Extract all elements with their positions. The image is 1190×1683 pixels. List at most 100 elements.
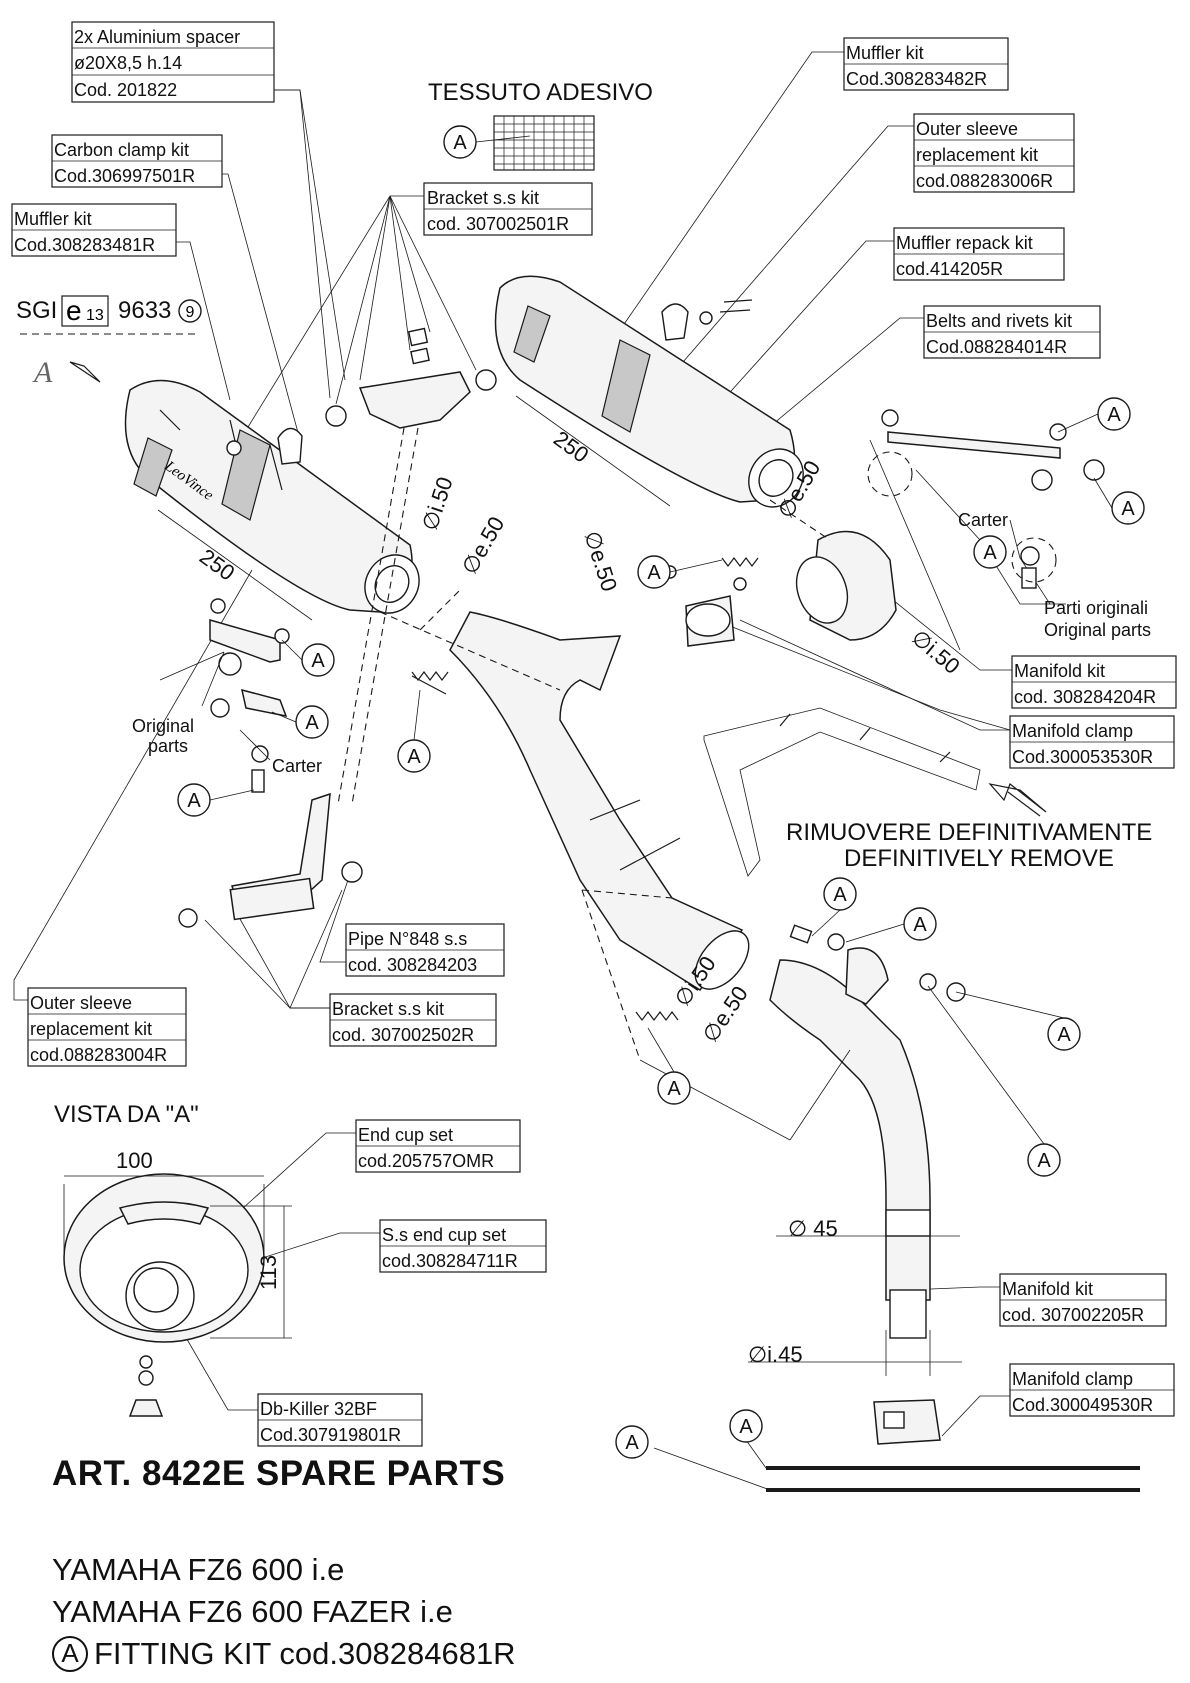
svg-text:A: A [187, 790, 201, 812]
svg-text:A: A [305, 712, 319, 734]
svg-text:cod.088283006R: cod.088283006R [916, 171, 1053, 191]
label-ss-end-cup: S.s end cup set cod.308284711R [379, 1219, 547, 1273]
svg-text:VISTA DA "A": VISTA DA "A" [54, 1101, 199, 1128]
marker-a-1: A [1097, 397, 1131, 431]
svg-text:2x Aluminium spacer: 2x Aluminium spacer [74, 27, 240, 47]
marker-a-10: A [903, 907, 937, 941]
label-manifold-clamp-1: Manifold clamp Cod.300053530R [1009, 715, 1175, 769]
bracket-bottom-part [178, 792, 363, 928]
svg-text:Outer sleeve: Outer sleeve [30, 993, 132, 1013]
model-line-2: YAMAHA FZ6 600 FAZER i.e [52, 1594, 453, 1629]
svg-text:Cod.308283482R: Cod.308283482R [846, 69, 987, 89]
svg-text:∅e.50: ∅e.50 [579, 528, 622, 595]
label-manifold-kit-2: Manifold kit cod. 307002205R [999, 1273, 1167, 1327]
springs [411, 557, 759, 1021]
svg-text:ø20X8,5 h.14: ø20X8,5 h.14 [74, 53, 182, 73]
svg-text:13: 13 [86, 307, 104, 324]
carbon-band-left-2 [133, 437, 173, 497]
svg-text:Cod.308283481R: Cod.308283481R [14, 235, 155, 255]
label-spacer: 2x Aluminium spacer ø20X8,5 h.14 Cod. 20… [71, 21, 275, 103]
marker-a-6: A [295, 705, 329, 739]
svg-text:Bracket s.s kit: Bracket s.s kit [332, 999, 444, 1019]
fitting-kit-marker: A [52, 1636, 88, 1672]
marker-a-12: A [1027, 1143, 1061, 1177]
muffler-left: LeoVince [124, 379, 420, 614]
cable-ties [653, 1439, 1140, 1492]
svg-text:Cod.300049530R: Cod.300049530R [1012, 1395, 1153, 1415]
svg-text:Muffler repack kit: Muffler repack kit [896, 233, 1033, 253]
svg-text:cod. 307002205R: cod. 307002205R [1002, 1305, 1144, 1325]
label-pipe: Pipe N°848 s.s cod. 308284203 [345, 923, 505, 977]
leader-lines [13, 51, 1066, 1437]
original-parts-right [867, 409, 1105, 589]
svg-text:∅i.50: ∅i.50 [907, 625, 965, 679]
svg-text:e: e [66, 295, 82, 326]
marker-a-7: A [397, 739, 431, 773]
bracket-top [325, 327, 497, 805]
homologation-mark: SGI e 13 9633 9 A [16, 295, 202, 389]
svg-text:113: 113 [256, 1255, 281, 1290]
svg-text:A: A [647, 562, 661, 584]
svg-text:Carter: Carter [272, 756, 322, 776]
svg-text:A: A [453, 132, 467, 154]
svg-text:A: A [1107, 404, 1121, 426]
svg-text:cod. 308284203: cod. 308284203 [348, 955, 477, 975]
dimension-lines [157, 395, 962, 1376]
label-bracket-bottom: Bracket s.s kit cod. 307002502R [329, 993, 497, 1047]
svg-text:Cod.307919801R: Cod.307919801R [260, 1425, 401, 1445]
label-outer-sleeve-right: Outer sleeve replacement kit cod.0882830… [913, 113, 1075, 193]
svg-text:∅i.50: ∅i.50 [417, 474, 458, 534]
svg-text:A: A [983, 542, 997, 564]
marker-a-3: A [973, 535, 1007, 569]
svg-text:Cod.300053530R: Cod.300053530R [1012, 747, 1153, 767]
marker-a-5: A [301, 643, 335, 677]
svg-text:Muffler kit: Muffler kit [14, 209, 92, 229]
label-manifold-clamp-2: Manifold clamp Cod.300049530R [1009, 1363, 1175, 1417]
svg-text:Cod.088284014R: Cod.088284014R [926, 337, 1067, 357]
svg-text:Carter: Carter [958, 510, 1008, 530]
svg-text:∅ 45: ∅ 45 [788, 1216, 838, 1241]
svg-text:RIMUOVERE DEFINITIVAMENTE: RIMUOVERE DEFINITIVAMENTE [786, 819, 1152, 846]
svg-text:Belts and rivets kit: Belts and rivets kit [926, 311, 1072, 331]
label-carbon-clamp: Carbon clamp kit Cod.306997501R [51, 134, 223, 188]
svg-text:cod. 307002502R: cod. 307002502R [332, 1025, 474, 1045]
manifold-clamp-2 [873, 1399, 941, 1445]
svg-text:9633: 9633 [118, 297, 171, 324]
carbon-band-right-2 [513, 305, 551, 363]
svg-text:250: 250 [195, 544, 239, 586]
svg-text:A: A [625, 1432, 639, 1454]
bracket-left-small [209, 598, 290, 793]
svg-text:Muffler kit: Muffler kit [846, 43, 924, 63]
svg-text:cod.414205R: cod.414205R [896, 259, 1003, 279]
marker-a-14: A [729, 1409, 763, 1443]
svg-text:Original: Original [132, 716, 194, 736]
marker-a-13: A [657, 1071, 691, 1105]
manifold-lower [769, 924, 966, 1339]
label-manifold-kit-1: Manifold kit cod. 308284204R [1011, 655, 1177, 709]
svg-text:replacement kit: replacement kit [916, 145, 1038, 165]
label-outer-sleeve-left: Outer sleeve replacement kit cod.0882830… [27, 987, 187, 1067]
svg-text:Outer sleeve: Outer sleeve [916, 119, 1018, 139]
svg-text:End cup set: End cup set [358, 1125, 453, 1145]
svg-text:A: A [1037, 1150, 1051, 1172]
model-line-1: YAMAHA FZ6 600 i.e [52, 1552, 345, 1587]
svg-text:Original parts: Original parts [1044, 620, 1151, 640]
svg-text:parts: parts [148, 736, 188, 756]
tessuto-adesivo: TESSUTO ADESIVO A [428, 79, 653, 171]
label-repack: Muffler repack kit cod.414205R [893, 227, 1065, 281]
svg-text:A: A [311, 650, 325, 672]
manifold-upper [663, 530, 897, 647]
svg-text:replacement kit: replacement kit [30, 1019, 152, 1039]
svg-text:cod. 307002501R: cod. 307002501R [427, 214, 569, 234]
marker-a-8: A [177, 783, 211, 817]
svg-text:A: A [739, 1416, 753, 1438]
svg-text:Cod. 201822: Cod. 201822 [74, 80, 177, 100]
muffler-right [494, 275, 804, 508]
svg-text:∅e.50: ∅e.50 [697, 981, 752, 1046]
svg-text:TESSUTO ADESIVO: TESSUTO ADESIVO [428, 79, 653, 106]
label-db-killer: Db-Killer 32BF Cod.307919801R [257, 1393, 423, 1447]
svg-text:S.s end cup set: S.s end cup set [382, 1225, 506, 1245]
marker-a-2: A [1111, 491, 1145, 525]
svg-text:Parti originali: Parti originali [1044, 598, 1148, 618]
